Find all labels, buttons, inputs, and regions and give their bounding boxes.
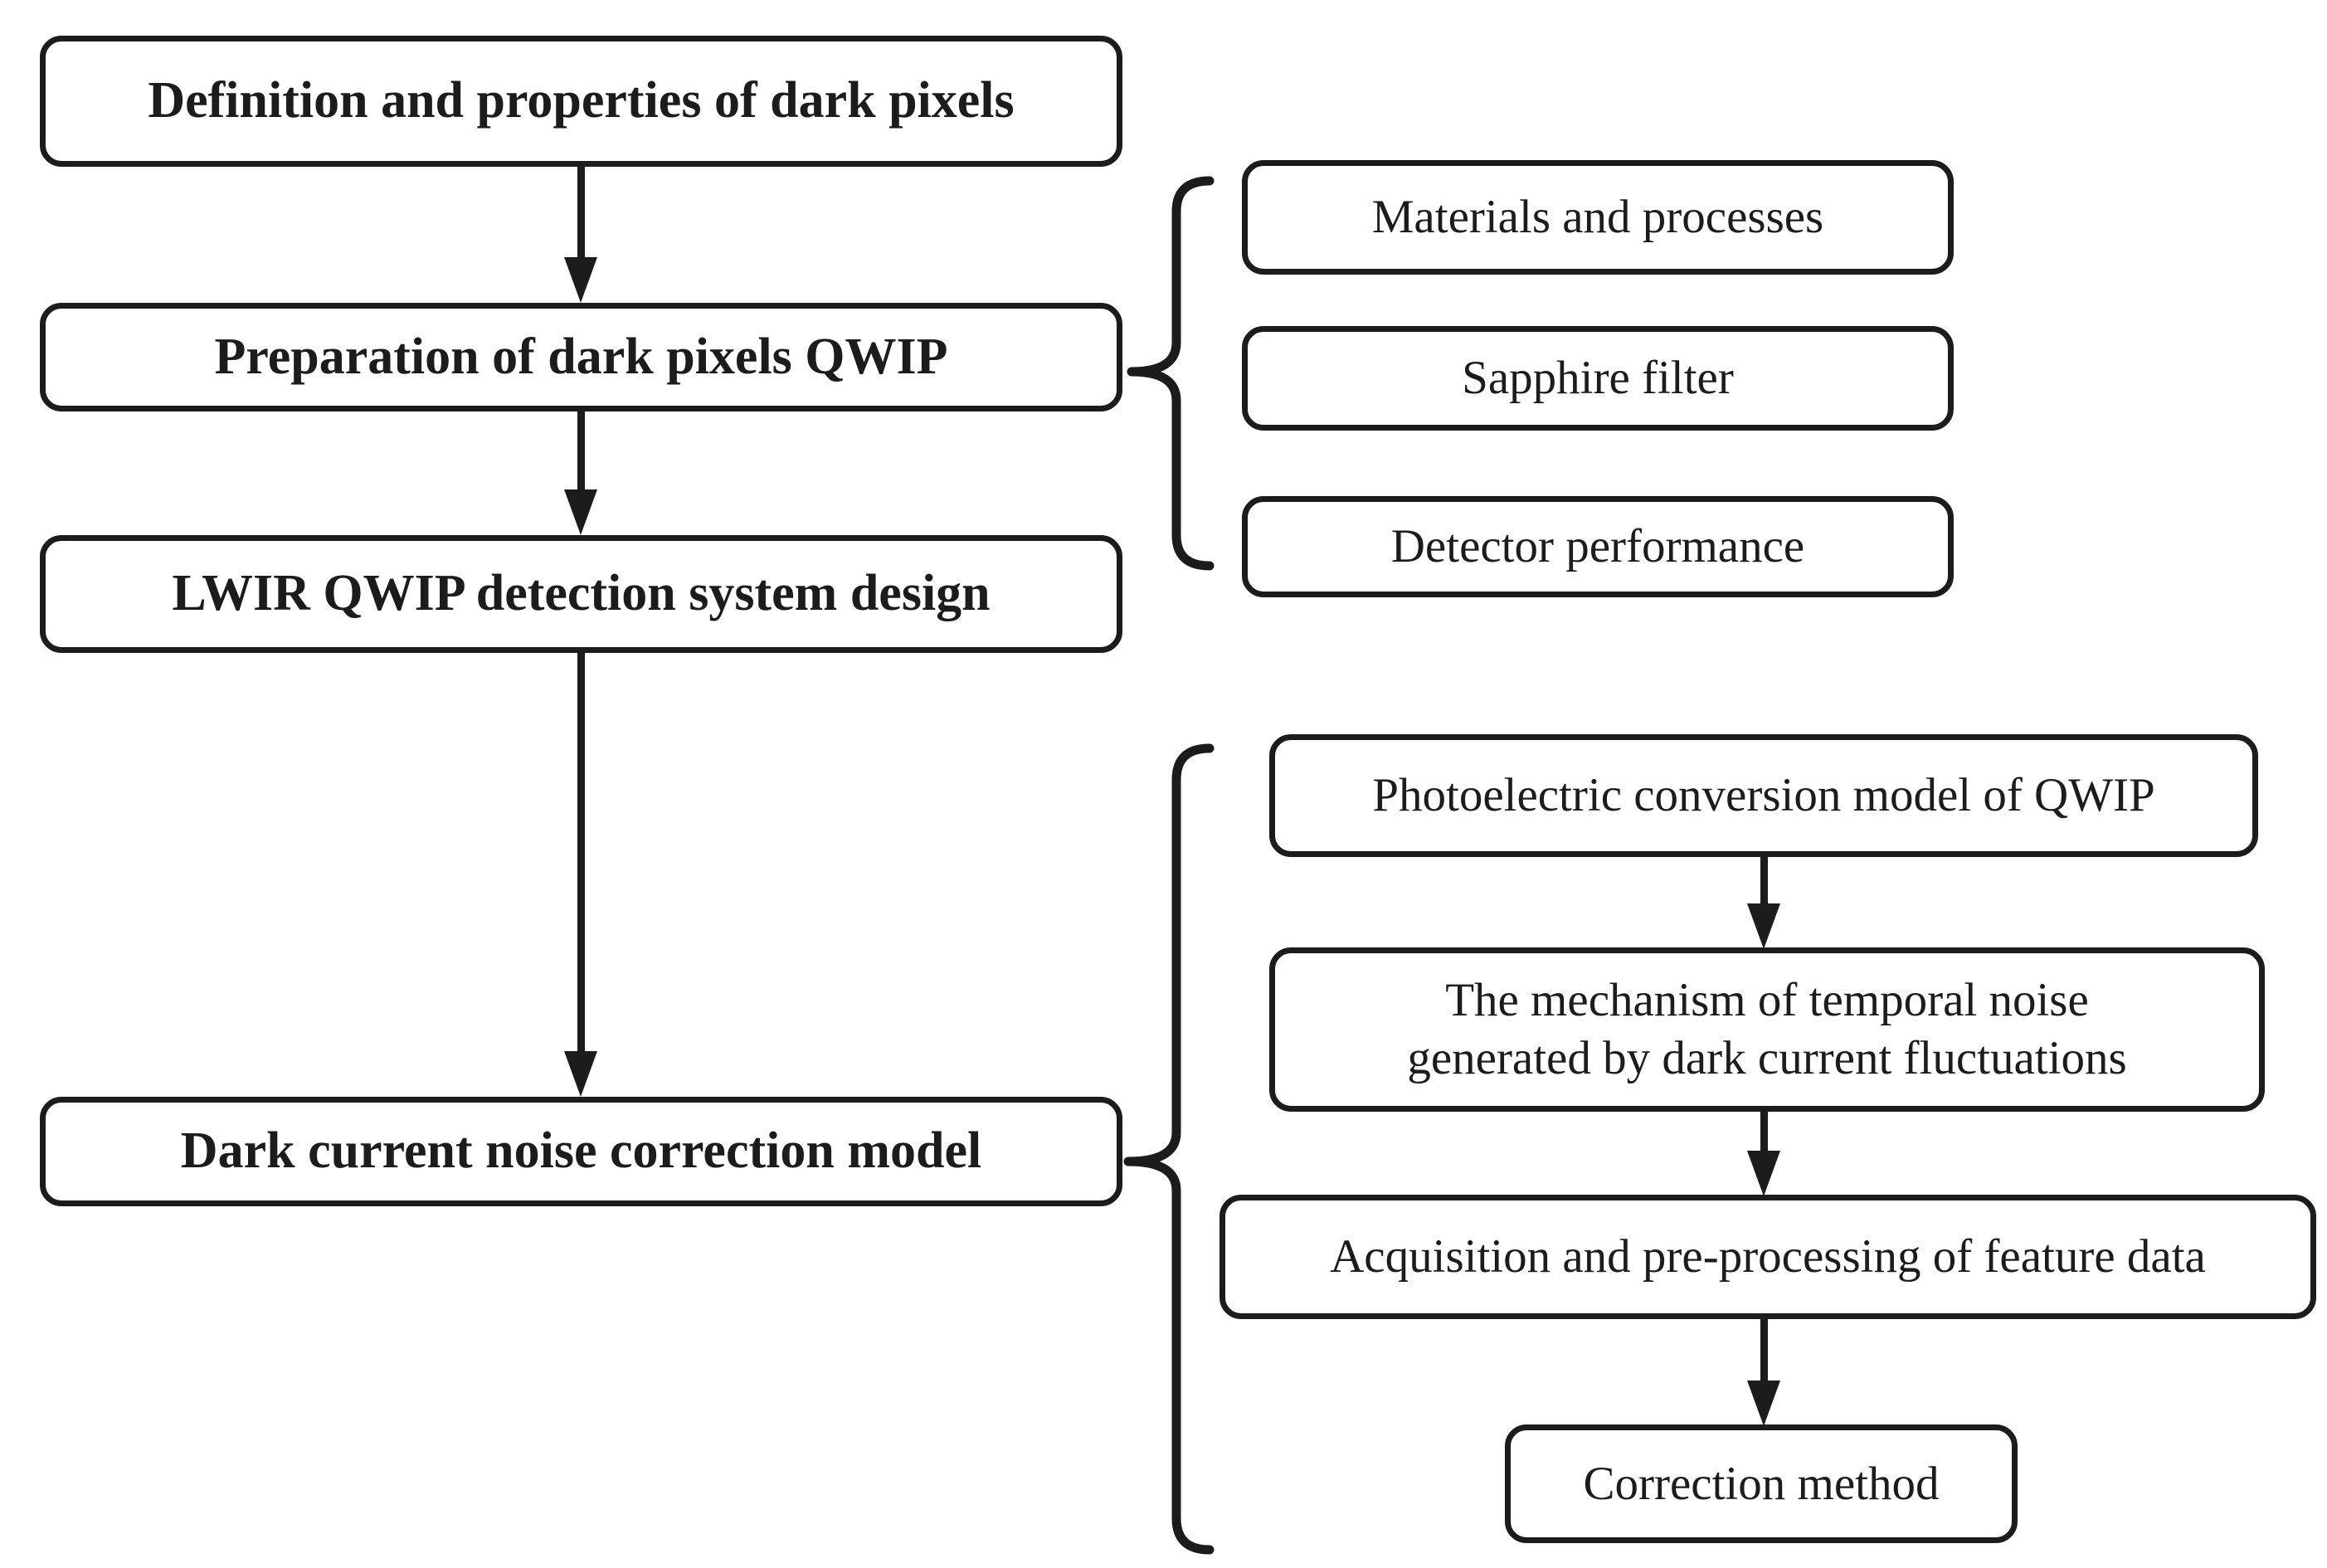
arrow-acquisition-to-correction-method [1747, 1317, 1780, 1426]
flow-box-correction-model: Dark current noise correction model [40, 1097, 1122, 1206]
arrow-shaft [1760, 1110, 1768, 1151]
arrow-shaft [1760, 1317, 1768, 1381]
arrowhead-down-icon [564, 489, 597, 535]
arrowhead-down-icon [1747, 903, 1780, 949]
arrow-shaft [1760, 855, 1768, 903]
arrow-definition-to-preparation [564, 166, 597, 303]
branch-box-materials: Materials and processes [1242, 160, 1954, 275]
arrowhead-down-icon [564, 257, 597, 303]
arrowhead-down-icon [1747, 1151, 1780, 1196]
arrow-photoelectric-to-mechanism [1747, 855, 1780, 949]
flow-box-definition: Definition and properties of dark pixels [40, 36, 1122, 167]
branch-box-sapphire: Sapphire filter [1242, 326, 1954, 431]
arrow-mechanism-to-acquisition [1747, 1110, 1780, 1196]
branch-box-temporal-noise-mechanism: The mechanism of temporal noise generate… [1269, 947, 2265, 1112]
preparation-branch-brace-icon [1127, 176, 1215, 571]
branch-box-detector-performance: Detector performance [1242, 496, 1954, 597]
correction-branch-brace-icon [1123, 743, 1215, 1555]
arrow-preparation-to-lwir [564, 411, 597, 535]
flow-box-preparation: Preparation of dark pixels QWIP [40, 303, 1122, 411]
branch-box-correction-method: Correction method [1505, 1424, 2018, 1543]
branch-box-photoelectric-model: Photoelectric conversion model of QWIP [1269, 734, 2258, 857]
arrow-lwir-to-correction [564, 652, 597, 1097]
arrow-shaft [577, 166, 585, 257]
flow-box-lwir-design: LWIR QWIP detection system design [40, 535, 1122, 653]
arrow-shaft [577, 411, 585, 489]
arrowhead-down-icon [564, 1051, 597, 1097]
arrow-shaft [577, 652, 585, 1051]
branch-box-feature-data-acquisition: Acquisition and pre-processing of featur… [1219, 1195, 2316, 1319]
arrowhead-down-icon [1747, 1381, 1780, 1426]
